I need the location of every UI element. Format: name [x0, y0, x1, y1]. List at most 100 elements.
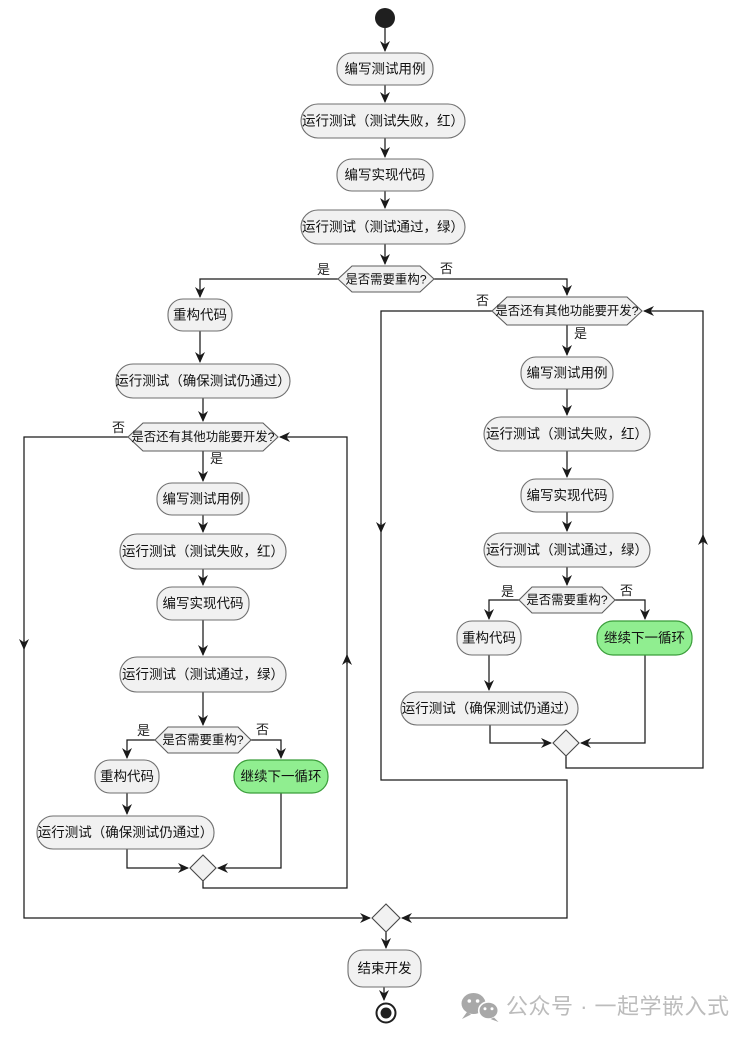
node-label: 继续下一循环 — [604, 631, 685, 646]
edge-d1-no-d4 — [434, 278, 572, 296]
edge-labels: 是 否 否 是 是 否 否 是 是 否 — [112, 261, 633, 738]
wechat-eye — [483, 1007, 487, 1011]
node-continue-next-loop-1: 继续下一循环 — [233, 759, 329, 794]
label-yes-d2: 是 — [210, 451, 223, 466]
label-yes-d1: 是 — [317, 262, 330, 277]
decision-shape — [154, 726, 252, 754]
edge-rts2-m1 — [126, 849, 189, 873]
node-shape — [336, 52, 434, 86]
node-run-test-fail-1: 运行测试（测试失败，红） — [300, 103, 466, 139]
decision-label: 是否还有其他功能要开发? — [131, 429, 274, 444]
node-shape — [400, 691, 579, 726]
end-node — [375, 1002, 397, 1024]
decision-label: 是否需要重构? — [526, 592, 607, 607]
label-no-d2: 否 — [112, 420, 125, 435]
wechat-icon — [461, 993, 500, 1022]
node-label: 编写实现代码 — [527, 488, 608, 503]
node-shape — [167, 298, 233, 332]
node-write-test-case-1: 编写测试用例 — [336, 52, 434, 86]
wechat-bubble-small — [477, 1001, 500, 1020]
node-write-impl-1: 编写实现代码 — [336, 158, 434, 192]
edge-m2-loop-d4 — [565, 306, 704, 769]
edge-d5-no-cnl2 — [615, 599, 650, 620]
decision-shape — [518, 586, 616, 614]
node-shape — [36, 815, 215, 850]
watermark: 公众号 · 一起学嵌入式 — [461, 993, 729, 1022]
edge-d1-yes-rc1 — [195, 278, 338, 298]
node-shape — [115, 363, 291, 399]
node-run-test-still-pass-3: 运行测试（确保测试仍通过） — [400, 691, 579, 726]
node-label: 编写测试用例 — [527, 366, 608, 381]
edge-cnl2-m2 — [580, 655, 646, 748]
start-node — [375, 8, 395, 28]
end-node-dot — [380, 1007, 392, 1019]
label-no-d3: 否 — [256, 722, 269, 737]
node-label: 重构代码 — [173, 308, 227, 323]
node-run-test-pass-2: 运行测试（测试通过，绿） — [119, 656, 287, 693]
node-label: 继续下一循环 — [241, 769, 322, 784]
edge-rts3-m2 — [489, 725, 552, 748]
node-run-test-pass-3: 运行测试（测试通过，绿） — [483, 532, 651, 568]
node-shape — [483, 416, 651, 452]
node-run-test-fail-3: 运行测试（测试失败，红） — [483, 416, 651, 452]
node-run-test-still-pass-2: 运行测试（确保测试仍通过） — [36, 815, 215, 850]
node-end-dev: 结束开发 — [347, 949, 422, 988]
decision-shape — [127, 422, 279, 452]
node-label: 运行测试（确保测试仍通过） — [115, 374, 291, 389]
edge-d4-no-final-merge — [380, 310, 568, 923]
edge-d3-yes-rc2 — [122, 739, 155, 759]
node-refactor-code-2: 重构代码 — [94, 759, 160, 794]
decision-need-refactor-3: 是否需要重构? — [518, 586, 616, 614]
node-label: 编写测试用例 — [163, 492, 244, 507]
edge-cnl1-m1 — [217, 793, 282, 873]
decision-shape — [337, 265, 435, 293]
node-label: 运行测试（测试失败，红） — [302, 114, 464, 129]
node-refactor-code-3: 重构代码 — [456, 620, 522, 656]
edge-d3-no-cnl1 — [251, 739, 286, 759]
node-write-impl-2: 编写实现代码 — [156, 586, 250, 621]
label-no-d5: 否 — [620, 583, 633, 598]
wechat-eye — [490, 1007, 494, 1011]
label-yes-d3: 是 — [137, 723, 150, 738]
node-shape — [456, 620, 522, 656]
merge-diamond-right — [552, 729, 580, 757]
decision-label: 是否需要重构? — [345, 272, 426, 287]
node-label: 运行测试（确保测试仍通过） — [38, 825, 214, 840]
wechat-bubble-small-tail — [490, 1017, 499, 1022]
edge-m1-loop-d2 — [202, 432, 348, 889]
decision-label: 是否还有其他功能要开发? — [495, 303, 638, 318]
wechat-eye — [475, 999, 480, 1003]
node-label: 运行测试（测试通过，绿） — [122, 667, 284, 682]
node-shape — [347, 949, 422, 988]
decision-need-refactor-1: 是否需要重构? — [337, 265, 435, 293]
node-shape — [520, 356, 614, 390]
node-run-test-fail-2: 运行测试（测试失败，红） — [119, 533, 287, 570]
label-no-d1: 否 — [440, 261, 453, 276]
node-label: 运行测试（测试失败，红） — [122, 544, 284, 559]
node-write-test-case-2: 编写测试用例 — [156, 482, 250, 516]
merge-diamond-final — [371, 903, 401, 933]
label-yes-d5: 是 — [501, 584, 514, 599]
node-shape — [156, 586, 250, 621]
node-label: 编写实现代码 — [163, 596, 244, 611]
node-shape — [156, 482, 250, 516]
node-continue-next-loop-2: 继续下一循环 — [596, 620, 693, 656]
node-write-test-case-3: 编写测试用例 — [520, 356, 614, 390]
decision-need-refactor-2: 是否需要重构? — [154, 726, 252, 754]
edge-d5-yes-rc3 — [484, 599, 519, 620]
node-shape — [520, 478, 614, 513]
node-label: 编写测试用例 — [345, 62, 426, 77]
watermark-text: 公众号 · 一起学嵌入式 — [506, 994, 729, 1019]
node-shape — [119, 656, 287, 693]
decision-label: 是否需要重构? — [162, 732, 243, 747]
wechat-eye — [467, 999, 472, 1003]
node-shape — [119, 533, 287, 570]
node-shape — [483, 532, 651, 568]
node-label: 编写实现代码 — [345, 168, 426, 183]
node-shape — [596, 620, 693, 656]
node-refactor-code-1: 重构代码 — [167, 298, 233, 332]
node-label: 运行测试（确保测试仍通过） — [402, 701, 578, 716]
node-label: 重构代码 — [100, 769, 154, 784]
label-yes-d4: 是 — [574, 326, 587, 341]
